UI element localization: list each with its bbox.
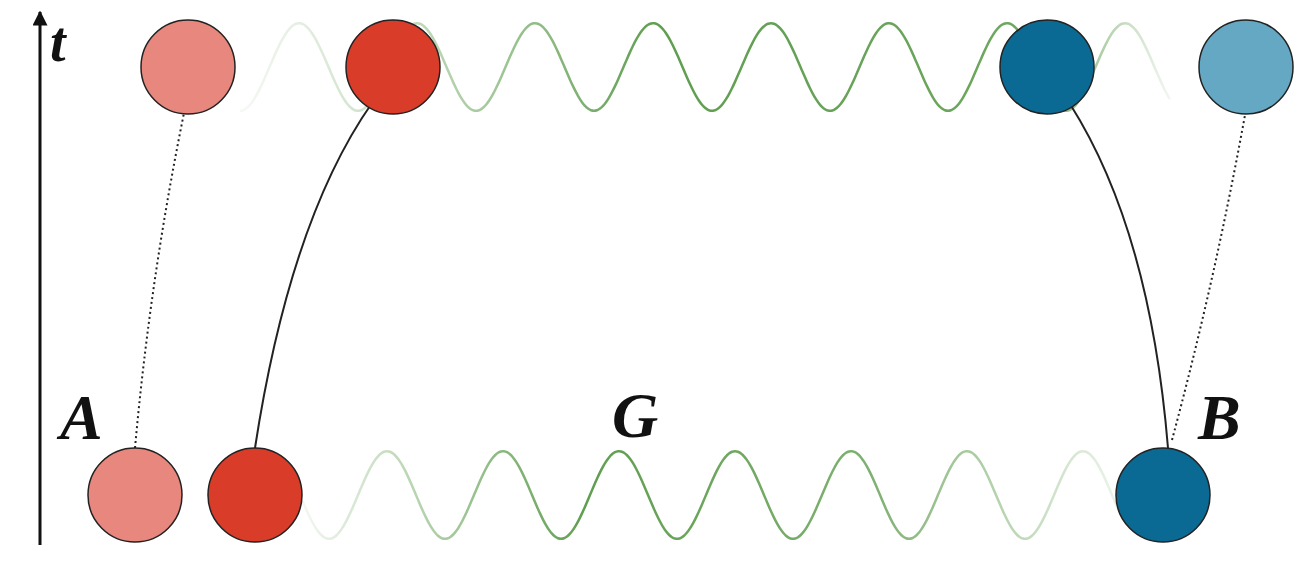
particle-label: B	[1198, 386, 1241, 450]
particle-b	[1116, 448, 1210, 542]
worldline-solid	[1070, 104, 1168, 448]
field-wave	[300, 451, 1119, 539]
field-label: G	[612, 384, 658, 448]
particle-ghost	[88, 448, 182, 542]
particle-a	[208, 448, 302, 542]
particle-b	[1000, 20, 1094, 114]
worldline-solid	[255, 103, 372, 448]
worldline-dotted	[135, 113, 184, 448]
particle-ghost	[141, 20, 235, 114]
particle-a	[346, 20, 440, 114]
time-axis	[39, 12, 42, 545]
axis-label: t	[50, 14, 66, 70]
particle-label: A	[60, 386, 103, 450]
particle-ghost	[1199, 20, 1293, 114]
